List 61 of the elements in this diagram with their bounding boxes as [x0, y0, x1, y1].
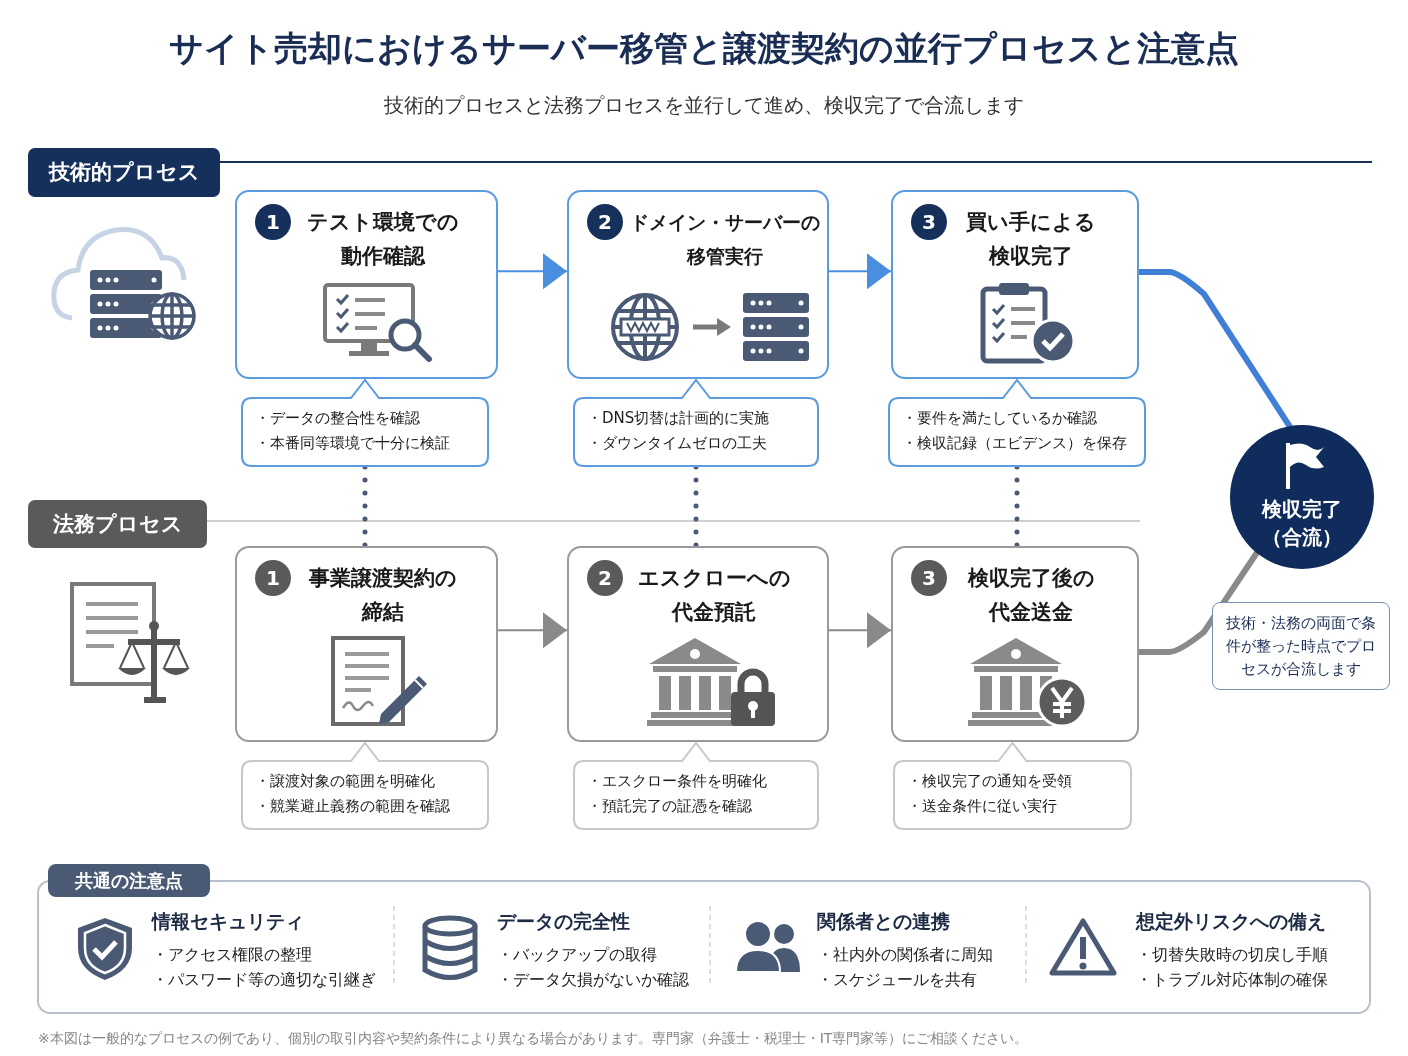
bullet-text: ・競業避止義務の範囲を確認: [255, 797, 450, 816]
step-title: テスト環境での動作確認: [305, 209, 460, 270]
number-badge: 3: [911, 204, 947, 240]
bullet-text: ・本番同等環境で十分に検証: [255, 434, 450, 453]
bullet-text: ・送金条件に従い実行: [907, 797, 1057, 816]
number-badge: 2: [587, 560, 623, 596]
bullet-text: ・パスワード等の適切な引継ぎ: [152, 970, 376, 991]
bullet-text: ・バックアップの取得: [497, 945, 657, 966]
panel-heading: 共通の注意点: [48, 864, 210, 897]
callout-bubble: [241, 742, 489, 830]
chevron-arrow: [828, 612, 892, 649]
step-box: [891, 190, 1139, 379]
step-box: [235, 546, 498, 742]
step-title: 検収完了後の代金送金: [966, 565, 1096, 626]
number-badge: 1: [255, 204, 291, 240]
step-box: [235, 190, 498, 379]
item-heading: 想定外リスクへの備え: [1136, 909, 1326, 934]
chevron-arrow: [497, 612, 568, 649]
chevron-arrow: [497, 253, 568, 290]
merge-label: 検収完了（合流）: [1260, 496, 1343, 551]
bullet-text: ・トラブル対応体制の確保: [1136, 970, 1328, 991]
bullet-text: ・切替失敗時の切戻し手順: [1136, 945, 1328, 966]
bullet-text: ・エスクロー条件を明確化: [587, 772, 767, 791]
step-box: [891, 546, 1139, 742]
callout-bubble: [888, 379, 1146, 467]
subtitle: 技術的プロセスと法務プロセスを並行して進め、検収完了で合流します: [383, 92, 1025, 119]
title: サイト売却におけるサーバー移管と譲渡契約の並行プロセスと注意点: [168, 27, 1240, 70]
section-tab: 法務プロセス: [28, 500, 207, 548]
step-box: [567, 190, 829, 379]
bullet-text: ・アクセス権限の整理: [152, 945, 312, 966]
bullet-text: ・預託完了の証憑を確認: [587, 797, 752, 816]
step-title: エスクローへの代金預託: [636, 565, 792, 626]
number-badge: 3: [911, 560, 947, 596]
callout-bubble: [241, 379, 489, 467]
bullet-text: ・要件を満たしているか確認: [902, 409, 1097, 428]
bullet-text: ・スケジュールを共有: [817, 970, 977, 991]
bullet-text: ・データの整合性を確認: [255, 409, 420, 428]
bullet-text: ・譲渡対象の範囲を明確化: [255, 772, 435, 791]
item-heading: 情報セキュリティ: [152, 909, 304, 934]
callout-bubble: [573, 742, 819, 830]
footnote: ※本図は一般的なプロセスの例であり、個別の取引内容や契約条件により異なる場合があります。専門家（弁護士・税理士・IT専門家等）にご相談ください。: [38, 1030, 1029, 1048]
item-heading: 関係者との連携: [817, 909, 950, 934]
item-heading: データの完全性: [497, 909, 630, 934]
bullet-text: ・検収記録（エビデンス）を保存: [902, 434, 1127, 453]
chevron-arrow: [828, 253, 892, 290]
step-box: [567, 546, 829, 742]
callout-bubble: [573, 379, 819, 467]
section-tab: 技術的プロセス: [28, 148, 220, 197]
bullet-text: ・データ欠損がないか確認: [497, 970, 689, 991]
step-title: ドメイン・サーバーの移管実行: [629, 210, 821, 269]
step-title: 事業譲渡契約の締結: [307, 565, 458, 626]
bullet-text: ・DNS切替は計画的に実施: [587, 409, 770, 428]
number-badge: 1: [255, 560, 291, 596]
callout-bubble: [893, 742, 1132, 830]
note-box: 技術・法務の両面で条件が整った時点でプロセスが合流します: [1212, 602, 1390, 690]
bullet-text: ・検収完了の通知を受領: [907, 772, 1072, 791]
number-badge: 2: [587, 204, 623, 240]
notes-panel: [37, 864, 1371, 1014]
bullet-text: ・社内外の関係者に周知: [817, 945, 993, 966]
bullet-text: ・ダウンタイムゼロの工夫: [587, 434, 767, 453]
step-title: 買い手による検収完了: [965, 209, 1097, 270]
